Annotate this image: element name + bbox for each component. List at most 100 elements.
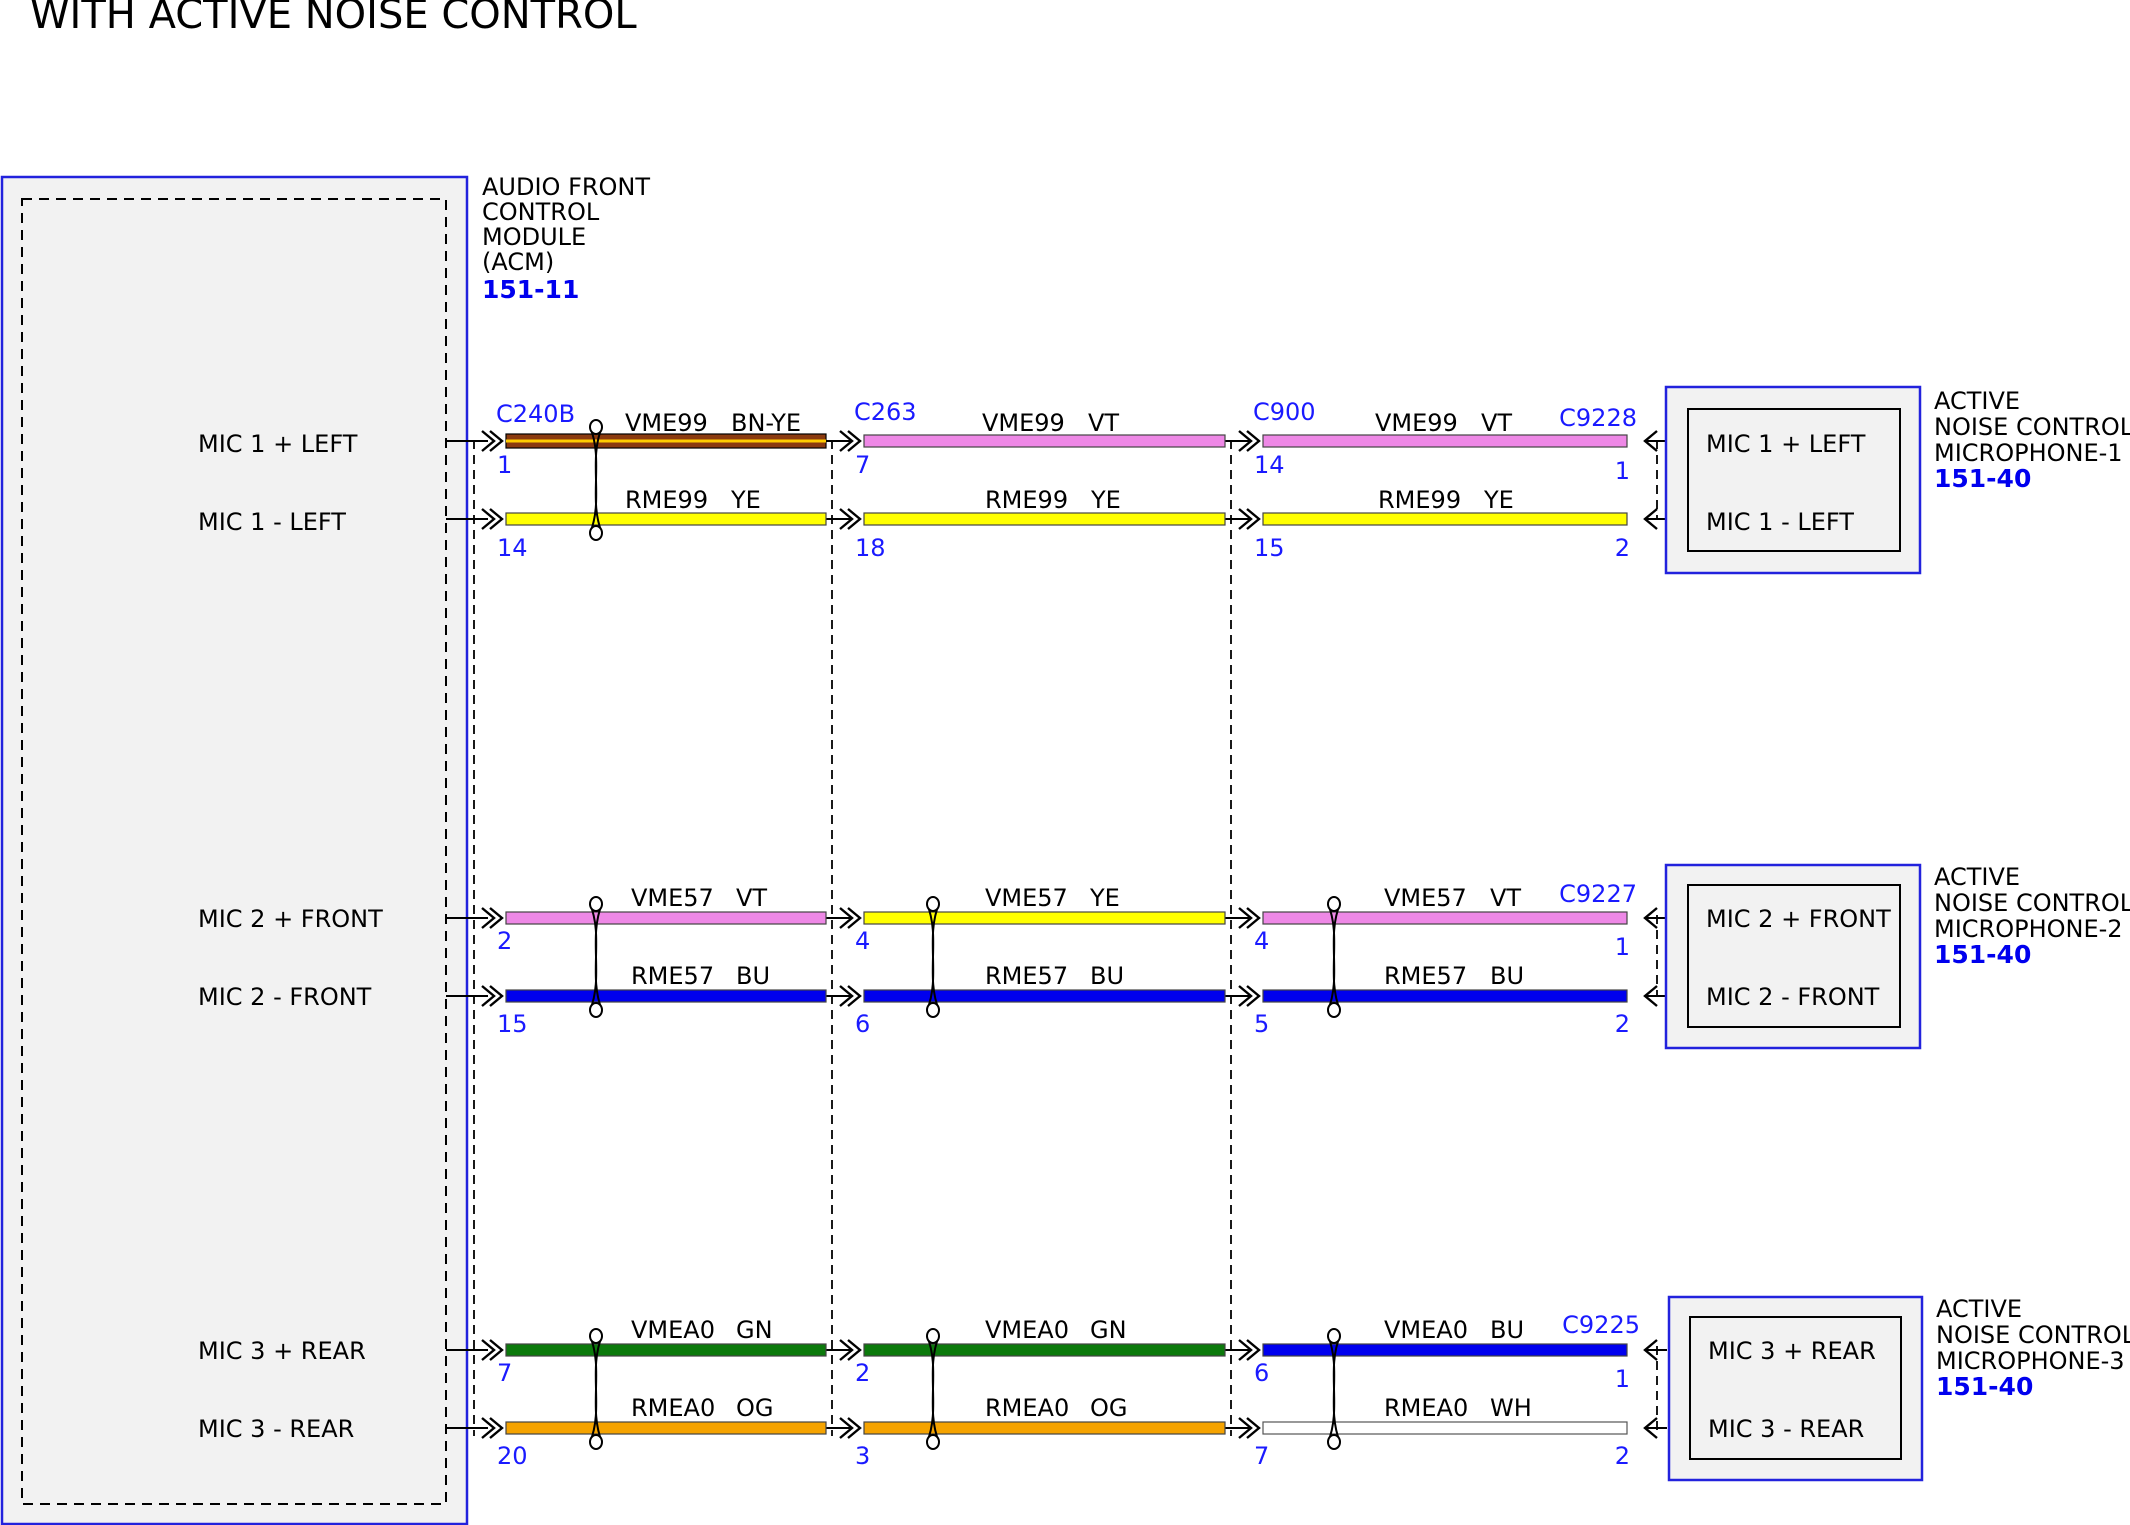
wire-circuit-label: VMEA0 [631,1316,715,1344]
wire-color-label: YE [730,486,761,514]
pin-number: 2 [1615,1010,1630,1038]
wire-circuit-label: RMEA0 [1384,1394,1468,1422]
wire-color-label: OG [736,1394,774,1422]
acm-module [0,175,469,1525]
microphone-1: MIC 1 + LEFT MIC 1 - LEFT ACTIVE NOISE C… [1664,385,2130,575]
pin-terminals [481,430,1658,1439]
wire-circuit-label: RME57 [1384,962,1467,990]
twist-end [1327,1328,1341,1344]
wire-circuit-label: RMEA0 [631,1394,715,1422]
connector-terminal [481,508,504,530]
wire-color-label: YE [1090,486,1121,514]
connector-c240b-label: C240B [496,400,575,428]
twist-end [589,525,603,541]
wire-circuit-label: VMEA0 [985,1316,1069,1344]
mic1-name-line-3: MICROPHONE-1 [1934,439,2123,467]
pin-number: 3 [855,1442,870,1470]
mic-terminal [1643,985,1658,1007]
acm-outline [0,175,469,1525]
mic-terminal [1643,1339,1658,1361]
acm-ref-link[interactable]: 151-11 [482,275,579,304]
pin-number: 2 [1615,1442,1630,1470]
wire-color-label: GN [1090,1316,1127,1344]
wire-circuit-label: RME57 [985,962,1068,990]
mic1-ref-link[interactable]: 151-40 [1934,464,2031,493]
twist-end [926,896,940,912]
wire-circuit-label: VME57 [1384,884,1467,912]
acm-label-line-3: MODULE [482,223,586,251]
pin-number: 4 [1254,927,1269,955]
pin-number: 6 [1254,1359,1269,1387]
microphone-3: MIC 3 + REAR MIC 3 - REAR ACTIVE NOISE C… [1667,1295,2130,1482]
wire-circuit-label: RME57 [631,962,714,990]
pin-number: 15 [497,1010,528,1038]
pin-number: 18 [855,534,886,562]
wire-segment [863,434,1226,448]
wire-segment [505,989,827,1003]
mic2-name-line-2: NOISE CONTROL [1934,889,2130,917]
wire-circuit-label: VME99 [1375,409,1458,437]
connector-terminal [481,1417,504,1439]
wire-circuit-label: RME99 [625,486,708,514]
wire-segment [863,989,1226,1003]
wire-color-label: BU [1490,1316,1524,1344]
pin-number: 7 [497,1359,512,1387]
twisted-pair-mark [589,896,603,1018]
twist-line [589,903,603,1011]
twist-line [926,1335,940,1443]
pin-number: 2 [497,927,512,955]
acm-pin-label: MIC 2 + FRONT [198,905,383,933]
acm-pin-label: MIC 3 - REAR [198,1415,354,1443]
pin-number: 2 [855,1359,870,1387]
wire-segment [1262,989,1628,1003]
twist-end [926,1002,940,1018]
mic2-name-line-1: ACTIVE [1934,863,2020,891]
twist-line [926,903,940,1011]
twist-end [1327,896,1341,912]
twist-end [589,419,603,435]
mic1-pin-2-label: MIC 1 - LEFT [1706,508,1854,536]
wire-color-label: OG [1090,1394,1128,1422]
wire-circuit-label: VME99 [982,409,1065,437]
wire-color-label: YE [1089,884,1120,912]
connector-c9225-label: C9225 [1562,1311,1640,1339]
mic-terminal [1643,508,1658,530]
connector-boundaries [473,440,1658,1436]
wire-segment [1262,1421,1628,1435]
connector-terminal [839,430,862,452]
twist-end [589,1328,603,1344]
twist-line [1327,1335,1341,1443]
wire-circuit-label: VMEA0 [1384,1316,1468,1344]
wire-color-label: VT [1481,409,1512,437]
mic2-inner [1687,884,1901,1028]
wire-segment [1262,911,1628,925]
mic3-name-line-3: MICROPHONE-3 [1936,1347,2125,1375]
circuit-labels: MIC 1 + LEFT MIC 1 - LEFT MIC 2 + FRONT … [198,409,1532,1443]
connector-c900-label: C900 [1253,398,1316,426]
connector-terminal [1238,508,1261,530]
acm-label-line-4: (ACM) [482,248,554,276]
connector-terminal [839,1339,862,1361]
mic1-name-line-2: NOISE CONTROL [1934,413,2130,441]
acm-pin-label: MIC 1 + LEFT [198,430,358,458]
wire-segment [1262,1343,1628,1357]
wire-segment [863,911,1226,925]
twisted-pair-mark [926,896,940,1018]
pin-number: 15 [1254,534,1285,562]
pin-number: 14 [1254,451,1285,479]
mic2-ref-link[interactable]: 151-40 [1934,940,2031,969]
wire-segment [863,1421,1226,1435]
connector-labels: C240B C263 C900 C9228 C9227 C9225 [496,398,1640,1339]
acm-label-line-1: AUDIO FRONT [482,173,650,201]
wire-segment [505,512,827,526]
mic3-pin-1-label: MIC 3 + REAR [1708,1337,1876,1365]
connector-terminal [481,907,504,929]
twist-line [589,426,603,534]
wire-color-label: VT [736,884,767,912]
wire-segment [505,911,827,925]
mic1-inner [1687,408,1901,552]
wire-segment [505,1343,827,1357]
mic3-ref-link[interactable]: 151-40 [1936,1372,2033,1401]
twisted-pair-mark [1327,896,1341,1018]
